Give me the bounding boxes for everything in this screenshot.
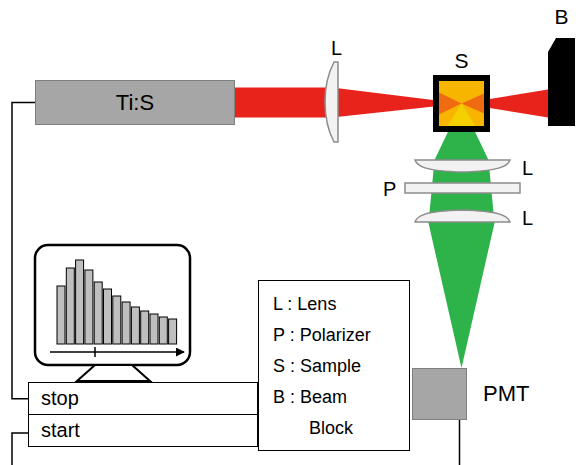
- beam-block-shape: [548, 38, 575, 126]
- histogram-bar: [141, 311, 149, 344]
- lens: [325, 62, 338, 142]
- histogram-bar: [85, 270, 93, 344]
- legend-entry: P : Polarizer: [273, 320, 383, 351]
- polarizer-label: P: [383, 179, 396, 199]
- counter-box: stopstart: [28, 382, 258, 447]
- monitor: [35, 245, 190, 365]
- start-wire: [12, 433, 28, 465]
- histogram: [57, 260, 177, 344]
- node-label: PMT: [483, 381, 529, 406]
- lens: [415, 160, 510, 172]
- lens-label: L: [522, 158, 533, 178]
- lens-label: L: [522, 208, 533, 228]
- laser-box: Ti:S: [35, 80, 235, 125]
- histogram-bar: [94, 282, 102, 344]
- histogram-bar: [159, 317, 167, 344]
- legend-box: L : LensP : PolarizerS : SampleB : Beam …: [258, 280, 410, 451]
- cuvette-outline: [433, 75, 490, 132]
- beam-block: B: [548, 38, 575, 126]
- histogram-bar: [104, 289, 112, 344]
- trigger-wire: [12, 103, 35, 399]
- node-label: B: [554, 5, 568, 29]
- legend-entry: L : Lens: [273, 289, 383, 320]
- polarizer: [405, 183, 520, 193]
- histogram-bar: [66, 268, 74, 344]
- legend-entry: B : Beam Block: [273, 382, 383, 444]
- pmt-wire: [459, 420, 461, 465]
- lens: [415, 210, 510, 222]
- histogram-bar: [76, 260, 84, 344]
- time-axis: [50, 351, 184, 353]
- lens-label: L: [331, 38, 342, 58]
- histogram-bar: [57, 286, 65, 344]
- counter-input: start: [29, 415, 257, 447]
- histogram-bar: [150, 314, 158, 344]
- axis-tick: [94, 347, 96, 357]
- monitor-stand: [77, 365, 150, 381]
- histogram-bar: [122, 302, 130, 344]
- fluorescence-beam: [429, 104, 495, 369]
- laser-beam: [235, 88, 462, 118]
- pmt-detector: PMT: [412, 368, 467, 420]
- legend-entry: S : Sample: [273, 351, 383, 382]
- histogram-bar: [131, 307, 139, 344]
- histogram-bar: [113, 296, 121, 344]
- counter-input: stop: [29, 383, 257, 415]
- node-label: S: [454, 49, 468, 73]
- sample-cuvette: S: [433, 75, 490, 132]
- node-label: Ti:S: [116, 90, 154, 115]
- histogram-bar: [169, 319, 177, 344]
